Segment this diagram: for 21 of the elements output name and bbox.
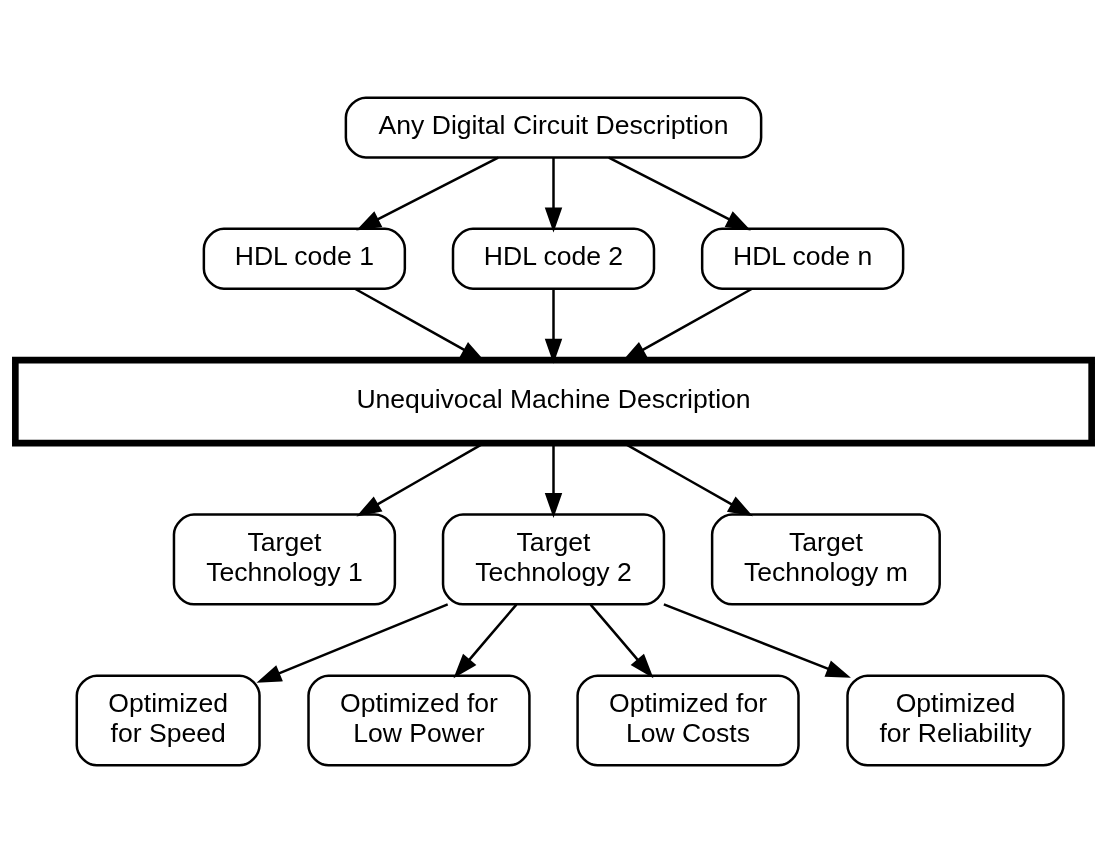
arrow xyxy=(544,288,563,364)
node-box: Optimized for Speed xyxy=(75,673,261,767)
arrow xyxy=(544,443,563,518)
node-box: HDL code 1 xyxy=(202,227,407,290)
node-box: HDL code 2 xyxy=(451,227,656,290)
node-box: Unequivocal Machine Description xyxy=(12,356,1095,446)
node-box: Any Digital Circuit Description xyxy=(344,95,763,159)
node-box: HDL code n xyxy=(700,227,905,290)
arrow xyxy=(356,156,499,230)
arrow xyxy=(453,603,518,678)
node-box: Target Technology 2 xyxy=(441,512,666,605)
node-box: Optimized for Low Costs xyxy=(576,673,800,767)
arrow xyxy=(544,157,563,233)
node-box: Optimized for Reliability xyxy=(846,673,1065,767)
arrow xyxy=(589,603,654,678)
arrow xyxy=(663,602,851,678)
node-box: Target Technology m xyxy=(710,512,941,605)
arrow xyxy=(256,602,449,683)
node-box: Optimized for Low Power xyxy=(307,673,531,767)
arrow xyxy=(608,156,751,230)
node-box: Target Technology 1 xyxy=(172,512,397,605)
